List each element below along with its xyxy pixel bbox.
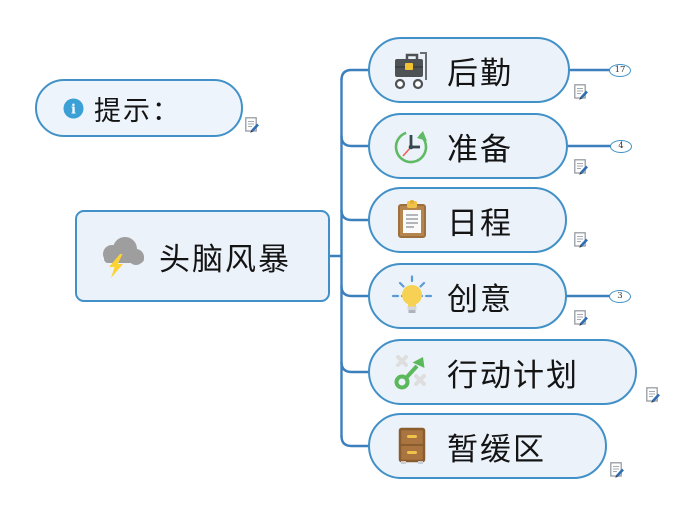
topic-branch-logistics[interactable]: 后勤 [368,37,570,103]
note-icon[interactable] [574,159,588,175]
strategy-icon [390,350,434,394]
topic-label: 日程 [447,205,513,242]
connector-branch-4 [340,284,371,298]
clock-icon [390,124,434,168]
topic-tip[interactable]: i 提示： [35,79,243,137]
badge-count: 4 [618,140,624,151]
note-icon[interactable] [610,462,624,478]
svg-text:i: i [71,102,76,117]
topic-branch-ideas[interactable]: 创意 [368,263,567,329]
connector-branch-5 [340,360,371,374]
clipboard-icon [390,198,434,242]
topic-label: 头脑风暴 [159,241,291,278]
note-icon[interactable] [574,84,588,100]
collapsed-count-badge[interactable]: 17 [609,63,631,77]
topic-label: 提示： [94,95,181,127]
topic-label: 后勤 [447,55,513,92]
storm-cloud-icon [97,233,147,279]
note-icon[interactable] [245,117,259,133]
collapsed-count-badge[interactable]: 4 [610,139,632,153]
connector-branch-1 [340,68,371,82]
topic-label: 暂缓区 [447,431,546,468]
topic-branch-holding-area[interactable]: 暂缓区 [368,413,607,479]
topic-label: 创意 [447,281,513,318]
connector-branch-3 [340,208,371,222]
note-icon[interactable] [574,232,588,248]
connector-branch-6 [340,434,371,448]
topic-label: 准备 [447,131,513,168]
lightbulb-icon [390,274,434,318]
note-icon[interactable] [646,387,660,403]
drawer-icon [390,424,434,468]
topic-branch-action-plan[interactable]: 行动计划 [368,339,637,405]
topic-branch-preparation[interactable]: 准备 [368,113,568,179]
luggage-cart-icon [390,48,434,92]
badge-count: 3 [617,290,623,301]
connector-branch-2 [340,134,371,148]
info-icon: i [63,98,84,119]
note-icon[interactable] [574,310,588,326]
topic-branch-schedule[interactable]: 日程 [368,187,567,253]
topic-central[interactable]: 头脑风暴 [75,210,330,302]
topic-label: 行动计划 [447,357,579,394]
collapsed-count-badge[interactable]: 3 [609,289,631,303]
badge-count: 17 [614,64,626,75]
